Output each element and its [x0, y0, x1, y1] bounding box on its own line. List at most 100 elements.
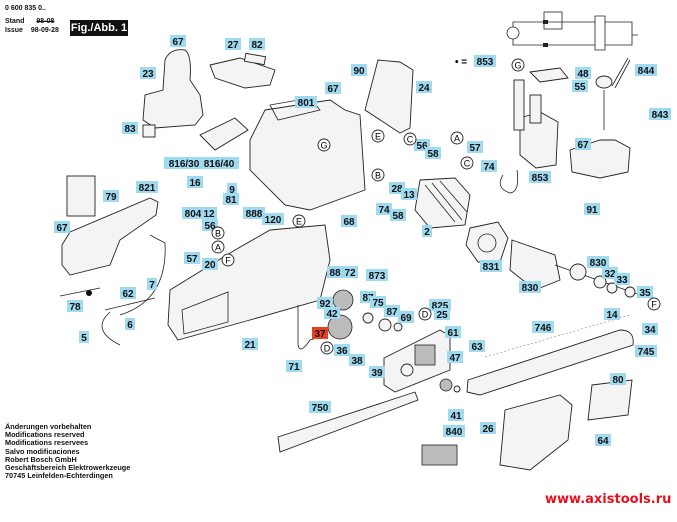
- part-label-90[interactable]: 90: [351, 64, 367, 77]
- part-label-853[interactable]: 853: [529, 171, 551, 184]
- part-label-48[interactable]: 48: [575, 67, 591, 80]
- part-label-55[interactable]: 55: [572, 80, 588, 93]
- part-label-24[interactable]: 24: [416, 81, 432, 94]
- part-number-text: 91: [586, 205, 598, 216]
- part-label-16[interactable]: 16: [187, 176, 203, 189]
- part-label-830[interactable]: 830: [519, 281, 541, 294]
- part-label-57[interactable]: 57: [184, 252, 200, 265]
- part-number-text: 42: [326, 309, 338, 320]
- part-label-804[interactable]: 804: [182, 207, 204, 220]
- part-label-12[interactable]: 12: [201, 207, 217, 220]
- guide-bar: [466, 329, 634, 396]
- part-label-57[interactable]: 57: [467, 141, 483, 154]
- part-label-67[interactable]: 67: [170, 35, 186, 48]
- part-label-42[interactable]: 42: [324, 307, 340, 320]
- part-label-35[interactable]: 35: [637, 286, 653, 299]
- part-label-801[interactable]: 801: [295, 96, 317, 109]
- part-label-26[interactable]: 26: [480, 422, 496, 435]
- part-label-816/40[interactable]: 816/40: [199, 157, 239, 170]
- part-label-71[interactable]: 71: [286, 360, 302, 373]
- watermark-url[interactable]: www.axistools.ru: [545, 492, 672, 507]
- callout-letter: G: [514, 61, 521, 71]
- part-label-68[interactable]: 68: [341, 215, 357, 228]
- part-label-74[interactable]: 74: [481, 160, 497, 173]
- part-label-58[interactable]: 58: [390, 209, 406, 222]
- part-number-text: 87: [386, 307, 398, 318]
- callout-circle: [450, 131, 464, 145]
- part-label-7[interactable]: 7: [147, 278, 157, 291]
- part-label-67[interactable]: 67: [54, 221, 70, 234]
- part-label-745[interactable]: 745: [635, 345, 657, 358]
- part-label-831[interactable]: 831: [480, 260, 502, 273]
- part-label-23[interactable]: 23: [140, 67, 156, 80]
- part-label-79[interactable]: 79: [103, 190, 119, 203]
- part-label-41[interactable]: 41: [448, 409, 464, 422]
- part-label-67[interactable]: 67: [325, 82, 341, 95]
- part-label-67[interactable]: 67: [575, 138, 591, 151]
- part-label-36[interactable]: 36: [334, 344, 350, 357]
- stand-label: Stand: [5, 18, 25, 25]
- part-label-14[interactable]: 14: [604, 308, 620, 321]
- part-label-746[interactable]: 746: [532, 321, 554, 334]
- stator: [414, 177, 471, 229]
- part-label-bg: [103, 190, 119, 202]
- part-label-750[interactable]: 750: [309, 401, 331, 414]
- part-label-74[interactable]: 74: [376, 203, 392, 216]
- part-label-72[interactable]: 72: [342, 266, 358, 279]
- callout-C: C: [460, 156, 474, 170]
- part-label-33[interactable]: 33: [614, 273, 630, 286]
- part-label-853[interactable]: 853: [474, 55, 496, 68]
- part-label-91[interactable]: 91: [584, 203, 600, 216]
- part-label-830[interactable]: 830: [587, 256, 609, 269]
- part-label-78[interactable]: 78: [67, 300, 83, 313]
- part-label-58[interactable]: 58: [425, 147, 441, 160]
- part-label-83[interactable]: 83: [122, 122, 138, 135]
- stand-old-date: 98-08: [36, 18, 55, 25]
- part-label-bg: [480, 260, 502, 272]
- part-label-20[interactable]: 20: [202, 258, 218, 271]
- part-label-5[interactable]: 5: [79, 331, 89, 344]
- part-number-text: 37: [314, 329, 326, 340]
- part-label-21[interactable]: 21: [242, 338, 258, 351]
- part-label-64[interactable]: 64: [595, 434, 611, 447]
- part-label-120[interactable]: 120: [262, 213, 284, 226]
- part-label-47[interactable]: 47: [447, 351, 463, 364]
- part-label-816/30[interactable]: 816/30: [164, 157, 204, 170]
- part-label-81[interactable]: 81: [223, 193, 239, 206]
- part-label-39[interactable]: 39: [369, 366, 385, 379]
- part-label-34[interactable]: 34: [642, 323, 658, 336]
- part-label-bg: [584, 203, 600, 215]
- part-label-888[interactable]: 888: [243, 207, 265, 220]
- part-label-61[interactable]: 61: [445, 326, 461, 339]
- part-label-9[interactable]: 9: [227, 183, 237, 196]
- part-label-62[interactable]: 62: [120, 287, 136, 300]
- part-label-82[interactable]: 82: [249, 38, 265, 51]
- part-label-25[interactable]: 25: [434, 308, 450, 321]
- main-housing: [167, 224, 331, 341]
- part-label-844[interactable]: 844: [635, 64, 657, 77]
- part-label-75[interactable]: 75: [370, 296, 386, 309]
- part-label-873[interactable]: 873: [366, 269, 388, 282]
- callout-F: F: [647, 297, 661, 311]
- part-label-37[interactable]: 37: [312, 327, 328, 340]
- callout-E: E: [371, 129, 385, 143]
- part-label-38[interactable]: 38: [349, 354, 365, 367]
- part-label-2[interactable]: 2: [422, 225, 432, 238]
- part-label-69[interactable]: 69: [398, 311, 414, 324]
- part-label-88[interactable]: 88: [327, 266, 343, 279]
- part-label-87[interactable]: 87: [384, 305, 400, 318]
- part-label-13[interactable]: 13: [401, 188, 417, 201]
- part-label-80[interactable]: 80: [610, 373, 626, 386]
- part-label-bg: [445, 326, 461, 338]
- part-number-text: 71: [288, 362, 300, 373]
- part-label-92[interactable]: 92: [317, 297, 333, 310]
- part-label-821[interactable]: 821: [136, 181, 158, 194]
- part-label-840[interactable]: 840: [443, 425, 465, 438]
- part-label-63[interactable]: 63: [469, 340, 485, 353]
- part-number-text: 56: [416, 141, 428, 152]
- part-label-27[interactable]: 27: [225, 38, 241, 51]
- part-label-6[interactable]: 6: [125, 318, 135, 331]
- part-label-bg: [243, 207, 265, 219]
- part-number-text: 816/40: [204, 159, 235, 170]
- part-label-843[interactable]: 843: [649, 108, 671, 121]
